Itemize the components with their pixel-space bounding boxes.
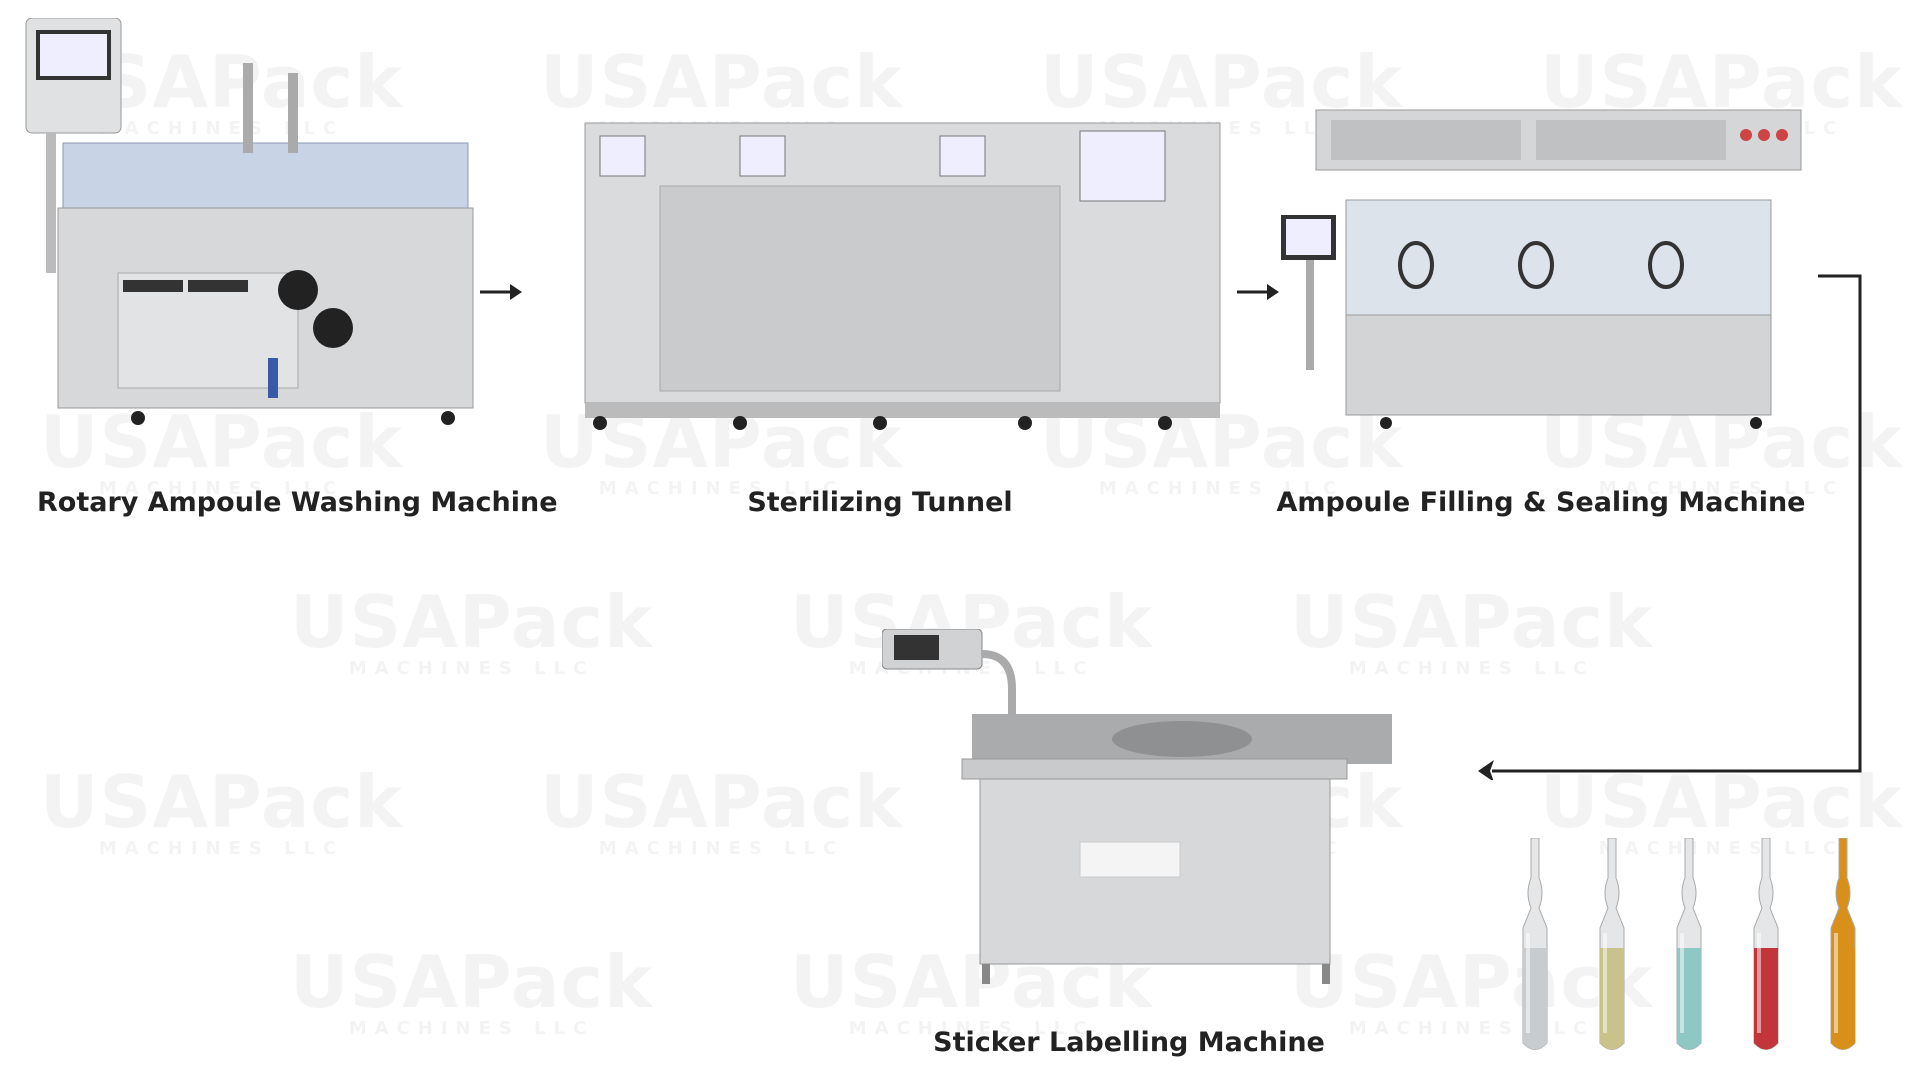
arrow-right-icon (480, 284, 522, 300)
step-label-labelling: Sticker Labelling Machine (933, 1027, 1325, 1058)
sterilizing-tunnel-image (580, 111, 1225, 431)
sticker-labelling-machine-image (882, 629, 1412, 989)
watermark-logo: USAPackMACHINES LLC (40, 760, 403, 859)
ampoule-clear (1522, 838, 1548, 1050)
ampoule-yellow (1599, 838, 1625, 1050)
watermark-logo: USAPackMACHINES LLC (290, 940, 653, 1039)
ampoule-filling-sealing-machine-image (1276, 105, 1806, 430)
ampoule-amber (1830, 838, 1856, 1050)
rotary-ampoule-washing-machine-image (18, 18, 478, 428)
ampoule-teal (1676, 838, 1702, 1050)
step-label-tunnel: Sterilizing Tunnel (747, 487, 1013, 518)
connector-arrow (1478, 274, 1862, 780)
watermark-logo: USAPackMACHINES LLC (540, 760, 903, 859)
step-label-filling: Ampoule Filling & Sealing Machine (1276, 487, 1806, 518)
arrow-right-icon (1237, 284, 1279, 300)
watermark-logo: USAPackMACHINES LLC (290, 580, 653, 679)
step-label-washing: Rotary Ampoule Washing Machine (37, 487, 558, 518)
ampoule-red (1753, 838, 1779, 1050)
